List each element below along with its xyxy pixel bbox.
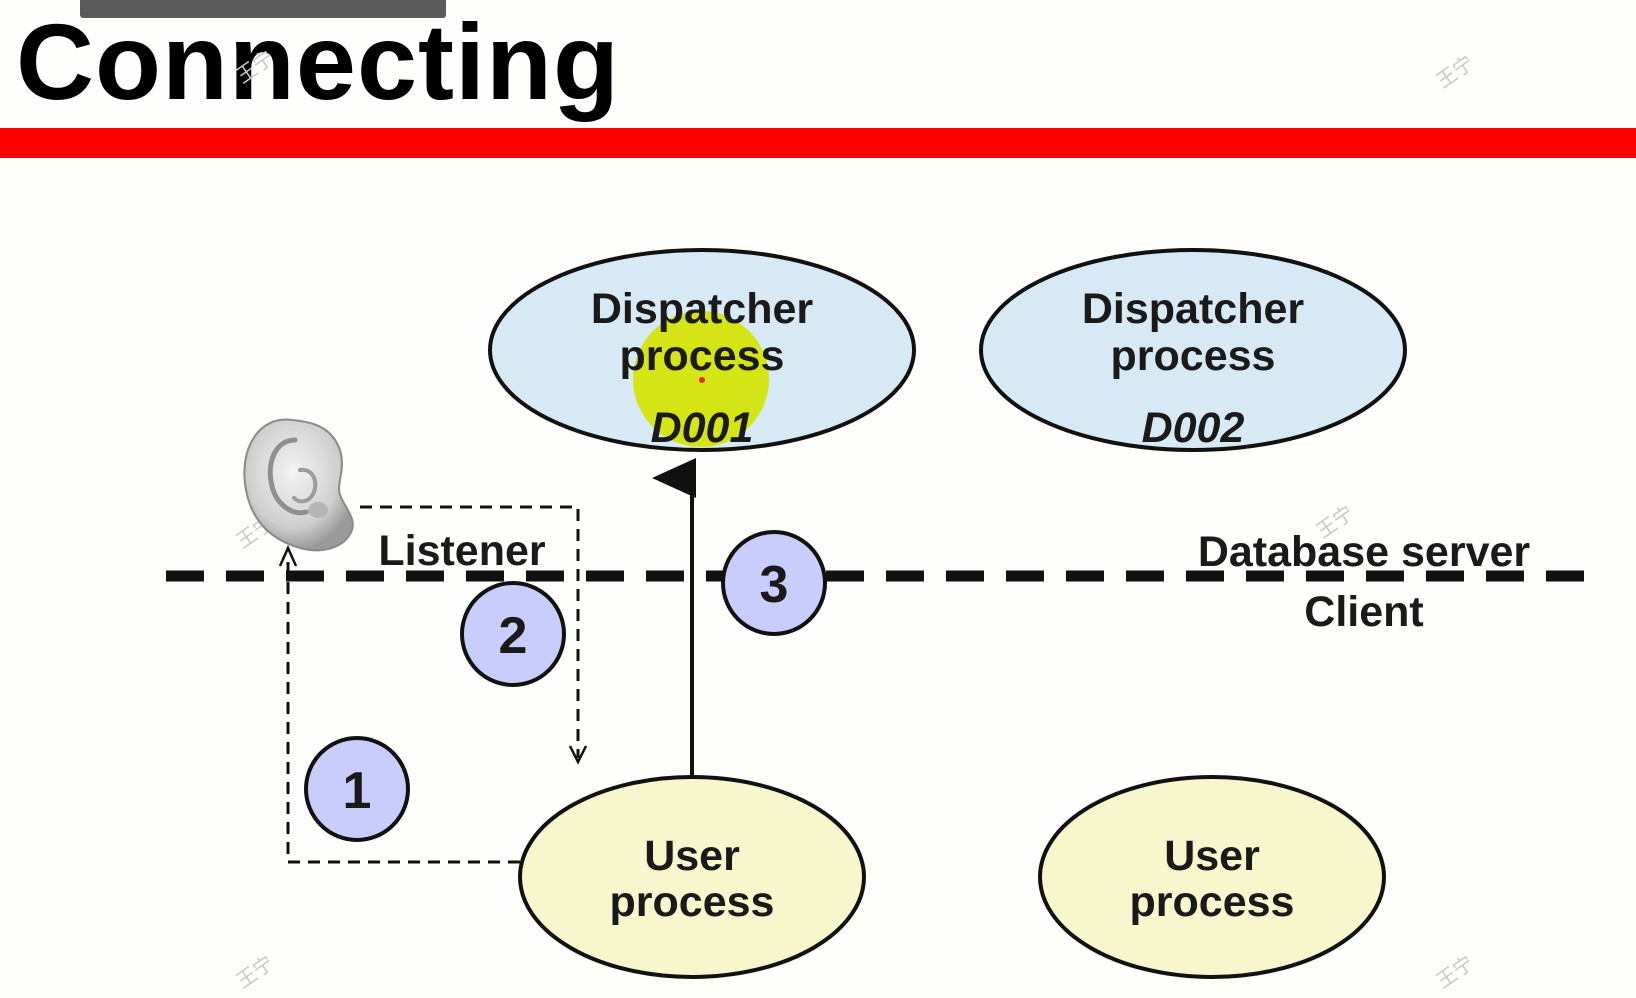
watermark-text: 王宁: [232, 950, 279, 993]
connect-request-path: [286, 556, 520, 864]
user-process-label-line1: User: [644, 832, 740, 880]
user-process-1: User process: [518, 775, 866, 979]
step-number: 2: [499, 607, 528, 665]
dispatcher-id: D002: [1142, 404, 1245, 452]
arrow-up-head: [278, 544, 298, 567]
step-3-marker: 3: [721, 530, 827, 636]
arrow-down-head: [568, 745, 588, 765]
database-server-label: Database server: [1198, 528, 1531, 576]
title-underline-bar: [0, 128, 1636, 158]
ear-icon: [243, 418, 354, 552]
user-process-label-line2: process: [1130, 878, 1295, 926]
listener-box: [360, 505, 580, 758]
watermark-text: 王宁: [232, 45, 279, 88]
step-2-marker: 2: [460, 581, 566, 687]
dispatcher-label-line1: Dispatcher: [1082, 285, 1305, 333]
dispatcher-label-line1: Dispatcher: [591, 285, 814, 333]
user-process-label-line2: process: [610, 878, 775, 926]
dispatcher-d001: Dispatcher process D001: [488, 248, 916, 452]
dispatcher-label-line2: process: [1111, 332, 1276, 380]
window-tooltip: Oracle Shared Server: [80, 0, 446, 18]
step-number: 3: [760, 556, 789, 614]
watermark-text: 王宁: [1432, 50, 1479, 93]
step-number: 1: [343, 762, 372, 820]
slide-title: Connecting: [16, 1, 620, 122]
client-label: Client: [1304, 588, 1423, 636]
step-1-marker: 1: [304, 736, 410, 842]
dispatcher-label-line2: process: [620, 332, 785, 380]
user-process-label-line1: User: [1164, 832, 1260, 880]
listener-label: Listener: [378, 527, 546, 575]
dispatcher-id: D001: [651, 404, 754, 452]
dispatcher-d002: Dispatcher process D002: [979, 248, 1407, 452]
watermark-text: 王宁: [1432, 950, 1479, 993]
user-process-2: User process: [1038, 775, 1386, 979]
